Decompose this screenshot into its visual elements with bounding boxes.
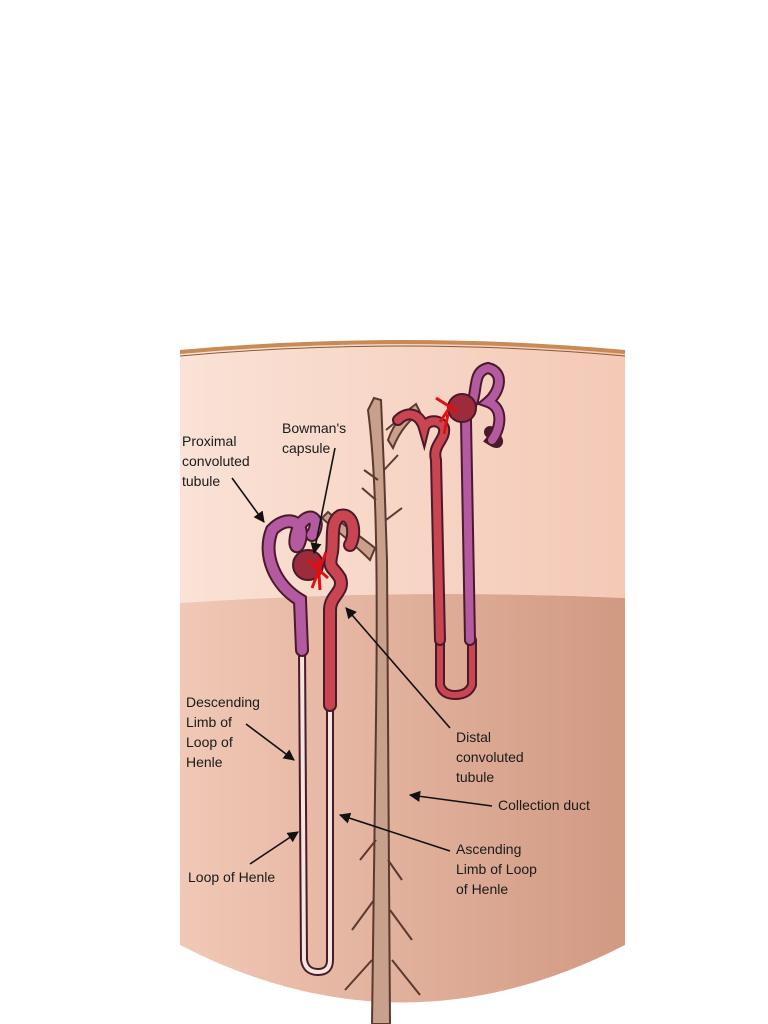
kidney-section <box>180 342 625 1024</box>
cortex-region <box>180 342 625 603</box>
label-collection-duct: Collection duct <box>498 797 590 813</box>
label-loop-of-henle: Loop of Henle <box>188 869 275 885</box>
